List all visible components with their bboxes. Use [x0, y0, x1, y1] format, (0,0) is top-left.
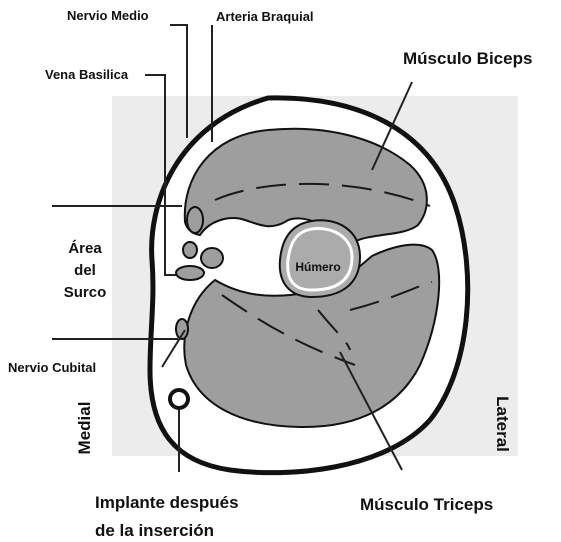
humerus-bone [280, 220, 360, 297]
vena-basilica-shape [187, 207, 203, 233]
label-humero: Húmero [295, 260, 340, 274]
label-musculo-triceps: Músculo Triceps [360, 495, 493, 514]
label-nervio-medio: Nervio Medio [67, 8, 149, 23]
label-musculo-biceps: Músculo Biceps [403, 49, 532, 68]
label-area-line-2: del [74, 262, 96, 279]
surco-vessel-shape [176, 266, 204, 280]
arteria-braquial-shape [201, 248, 223, 268]
label-vena-basilica: Vena Basilica [45, 67, 129, 82]
label-area-line-3: Surco [64, 284, 107, 301]
label-nervio-cubital: Nervio Cubital [8, 360, 96, 375]
label-implante-line-2: de la inserción [95, 521, 214, 540]
label-medial: Medial [75, 402, 94, 455]
label-implante-line-1: Implante después [95, 493, 239, 512]
label-arteria-braquial: Arteria Braquial [216, 9, 314, 24]
label-lateral: Lateral [493, 396, 512, 452]
nervio-medio-shape [183, 242, 197, 258]
implant-marker [170, 390, 188, 408]
label-area-line-1: Área [68, 240, 102, 257]
